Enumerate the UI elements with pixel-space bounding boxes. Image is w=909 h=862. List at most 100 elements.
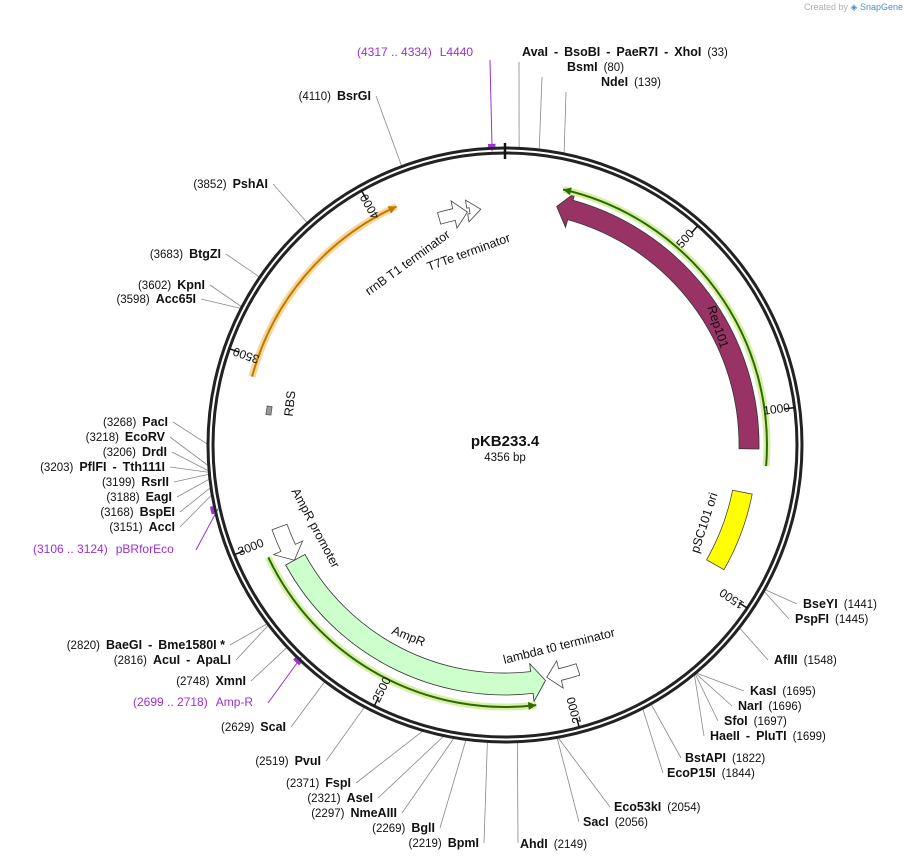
primer-amp-r-mark[interactable] [293, 657, 302, 666]
feature-ampr[interactable] [285, 553, 546, 703]
enzyme-name: Acc65I [156, 292, 196, 306]
enzyme-site-label[interactable]: (2371)FspI [286, 776, 351, 790]
enzyme-position: (2371) [286, 778, 319, 790]
feature-rev-ampr-arrowhead [527, 702, 537, 710]
primer-leader-line [489, 59, 493, 152]
scale-tick-label: 1500 [716, 585, 746, 612]
enzyme-name: NdeI [601, 75, 628, 89]
enzyme-site-label[interactable]: KasI(1695) [750, 684, 816, 698]
feature-label-rbs: RBS [282, 390, 299, 417]
enzyme-site-label[interactable]: (3203)PflFI-Tth111I [40, 460, 165, 474]
feature-rev-psc101-a[interactable] [562, 188, 768, 467]
enzyme-leader-line [739, 627, 769, 661]
enzyme-leader-line [169, 466, 210, 473]
enzyme-position: (1548) [804, 655, 837, 667]
enzyme-site-label[interactable]: SfoI(1697) [724, 714, 787, 728]
enzyme-leader-line [650, 703, 682, 759]
primer-label[interactable]: (3106 .. 3124)pBRforEco [33, 542, 174, 556]
enzyme-name: Tth111I [123, 460, 165, 474]
feature-lambda-t0-terminator[interactable] [546, 659, 581, 689]
enzyme-site-label[interactable]: SacI(2056) [583, 815, 648, 829]
enzyme-site-label[interactable]: Eco53kI(2054) [614, 800, 701, 814]
enzyme-site-label[interactable]: (3168)BspEI [100, 505, 175, 519]
enzyme-site-label[interactable]: BstAPI(1822) [685, 751, 765, 765]
enzyme-position: (1822) [732, 753, 765, 765]
enzyme-position: (3188) [106, 492, 139, 504]
enzyme-name: PaeR7I [616, 45, 658, 59]
primer-leader-line [267, 656, 302, 704]
enzyme-leader-line [694, 673, 719, 722]
enzyme-site-label[interactable]: AvaI-BsoBI-PaeR7I-XhoI(33) [522, 45, 728, 59]
primer-label[interactable]: (2699 .. 2718)Amp-R [133, 695, 253, 709]
enzyme-site-label[interactable]: PspFI(1445) [795, 612, 868, 626]
enzyme-position: (3168) [100, 507, 133, 519]
enzyme-site-label[interactable]: (3206)DrdI [103, 445, 167, 459]
enzyme-site-label[interactable]: (4110)BsrGI [299, 89, 371, 103]
enzyme-leader-line [229, 623, 268, 646]
enzyme-leader-line [439, 739, 467, 829]
enzyme-position: (2816) [114, 655, 147, 667]
enzyme-site-label[interactable]: (2748)XmnI [176, 674, 246, 688]
enzyme-site-label[interactable]: (3188)EagI [106, 490, 172, 504]
scale-tick-label: 3000 [236, 536, 266, 559]
enzyme-site-label[interactable]: AhdI (2149) [520, 837, 587, 851]
enzyme-leader-line [695, 672, 745, 692]
enzyme-position: (3206) [103, 447, 136, 459]
enzyme-name: ApaLI [196, 653, 231, 667]
enzyme-name: EcoP15I [667, 766, 716, 780]
enzyme-separator: - [746, 729, 750, 743]
enzyme-site-label[interactable]: (2629)ScaI [221, 720, 286, 734]
enzyme-site-label[interactable]: (3199)RsrII [102, 475, 169, 489]
enzyme-site-label[interactable]: (3151)AccI [109, 520, 175, 534]
feature-psc101-ori[interactable] [706, 489, 753, 571]
scale-tick [360, 190, 368, 200]
enzyme-position: (2149) [554, 839, 587, 851]
enzyme-site-label[interactable]: (3683)BtgZI [150, 247, 221, 261]
primer-range: (4317 .. 4334) [357, 45, 432, 59]
feature-rep101[interactable] [556, 191, 760, 450]
enzyme-leader-line [563, 91, 567, 154]
feature-t7te-terminator[interactable] [464, 199, 482, 223]
enzyme-site-label[interactable]: (3602)KpnI [138, 278, 205, 292]
enzyme-site-label[interactable]: HaeII-PluTI(1699) [710, 729, 826, 743]
enzyme-name: PshAI [233, 177, 268, 191]
enzyme-name: PluTI [756, 729, 787, 743]
enzyme-leader-line [250, 646, 288, 682]
enzyme-site-label[interactable]: (3852)PshAI [193, 177, 268, 191]
enzyme-site-label[interactable]: (3268)PacI [103, 415, 168, 429]
enzyme-site-label[interactable]: EcoP15I(1844) [667, 766, 755, 780]
feature-rrnb-t1-terminator[interactable] [437, 200, 468, 230]
enzyme-site-label[interactable]: (2816)AcuI-ApaLI [114, 653, 231, 667]
enzyme-site-label[interactable]: BsmI(80) [567, 60, 624, 74]
feature-ampr-promoter[interactable] [271, 523, 304, 561]
enzyme-site-label[interactable]: (3598)Acc65I [116, 292, 196, 306]
enzyme-site-label[interactable]: NdeI(139) [601, 75, 661, 89]
enzyme-site-label[interactable]: NarI(1696) [738, 699, 802, 713]
feature-rev-ampr[interactable] [267, 556, 537, 708]
enzyme-separator: - [606, 45, 610, 59]
enzyme-site-label[interactable]: (2321)AseI [307, 791, 373, 805]
enzyme-site-label[interactable]: (2269)BglI [372, 821, 435, 835]
enzyme-name: KpnI [177, 278, 205, 292]
enzyme-site-label[interactable]: AflII(1548) [774, 653, 837, 667]
enzyme-site-label[interactable]: BseYI(1441) [803, 597, 877, 611]
enzyme-site-label[interactable]: (2820)BaeGI-Bme1580I * [67, 638, 225, 652]
enzyme-site-label[interactable]: (3218)EcoRV [86, 430, 166, 444]
enzyme-site-label[interactable]: (2519)PvuI [255, 754, 321, 768]
primer-label[interactable]: (4317 .. 4334)L4440 [357, 45, 473, 59]
enzyme-position: (3683) [150, 249, 183, 261]
enzyme-name: BsoBI [564, 45, 600, 59]
primer-pbrforeco-mark[interactable] [209, 506, 215, 515]
feature-rbs[interactable] [265, 405, 273, 416]
enzyme-name: AhdI [520, 837, 548, 851]
enzyme-position: (2748) [176, 676, 209, 688]
enzyme-site-label[interactable]: (2219)BpmI [409, 836, 480, 850]
enzyme-name: AvaI [522, 45, 548, 59]
enzyme-leader-line [517, 741, 519, 844]
enzyme-name: XhoI [674, 45, 701, 59]
enzyme-name: SacI [583, 815, 609, 829]
feature-fwd-orange[interactable] [251, 205, 397, 377]
enzyme-site-label[interactable]: (2297)NmeAIII [311, 806, 397, 820]
primer-range: (3106 .. 3124) [33, 542, 108, 556]
